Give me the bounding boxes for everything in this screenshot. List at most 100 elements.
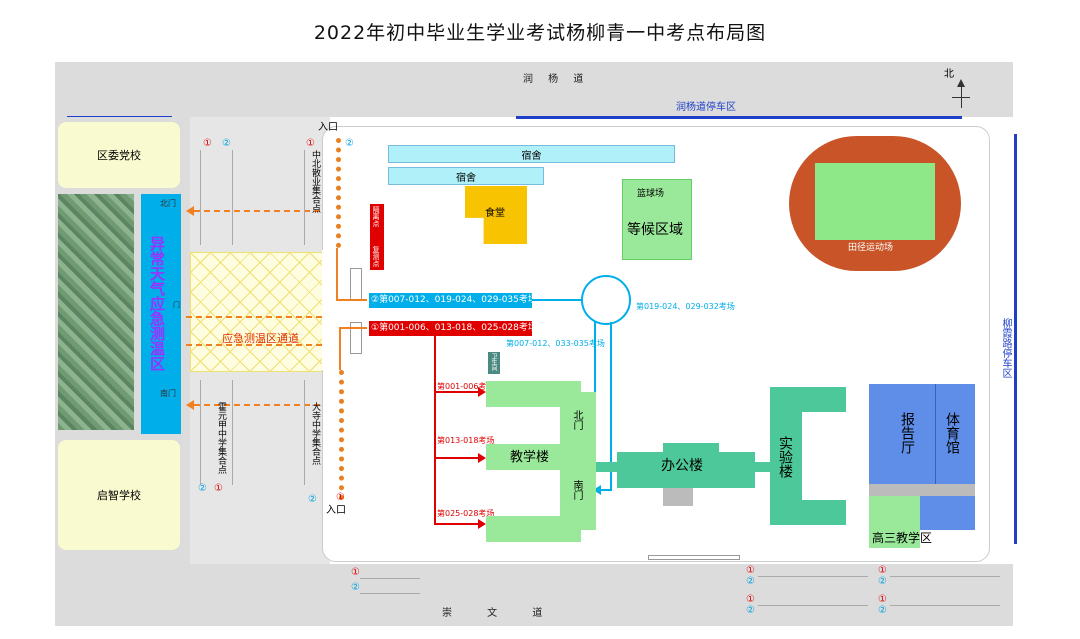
compass-cross <box>952 97 970 98</box>
south-line-6 <box>890 605 1000 606</box>
senior3-label: 高三教学区 <box>872 531 933 545</box>
marker-one-b: ① <box>306 138 315 149</box>
south-road-label: 崇 文 道 <box>442 608 559 619</box>
clinic-label: 卫生间 <box>490 353 497 371</box>
teaching-spine <box>560 392 596 530</box>
lab-courtyard <box>802 412 846 500</box>
south-marker-9: ① <box>878 594 887 605</box>
dorm-2: 宿舍 <box>388 167 544 185</box>
north-parking-label: 润杨道停车区 <box>676 102 736 113</box>
south-marker-4: ② <box>746 576 755 587</box>
qizhi-school-label: 启智学校 <box>97 489 141 502</box>
page-title: 2022年初中毕业生学业考试杨柳青一中考点布局图 <box>313 22 767 44</box>
lane-1 <box>200 150 201 245</box>
east-parking-label: 柳霞路停车区 <box>1000 318 1011 378</box>
emergency-zone-label: 异常天气应急测温区 <box>148 236 166 371</box>
route-b-label: 第013-018考场 <box>437 436 495 445</box>
south-marker-1: ① <box>351 567 360 578</box>
lane-3 <box>200 380 201 485</box>
mid-route-label: 第007-012、033-035考场 <box>506 339 605 348</box>
lane-4 <box>232 380 233 485</box>
court-label: 篮球场 <box>637 189 665 199</box>
marker-one-a: ① <box>203 138 212 149</box>
emergency-zone <box>141 194 181 434</box>
route-c-label: 第025-028考场 <box>437 509 495 518</box>
south-line-5 <box>890 576 1000 577</box>
entrance-top-label: 入口 <box>318 122 338 133</box>
corridor-2 <box>755 462 771 472</box>
entrance-bottom-label: 入口 <box>326 505 346 516</box>
compass-arrow-icon <box>961 82 962 108</box>
senior3-green <box>869 496 920 548</box>
teaching-south-label: 南门 <box>571 480 582 500</box>
south-marker-5: ① <box>746 594 755 605</box>
qizhi-school: 启智学校 <box>58 440 180 550</box>
south-marker-10: ② <box>878 605 887 616</box>
north-road-label: 润 杨 道 <box>523 74 590 85</box>
gate-post-2 <box>350 322 362 354</box>
west-gate-label: 门 <box>173 301 180 309</box>
hall-label: 报告厅 <box>899 412 915 454</box>
south-marker-7: ① <box>878 565 887 576</box>
hall-strip <box>869 484 975 496</box>
dorm-1: 宿舍 <box>388 145 675 163</box>
lane-5 <box>304 150 305 245</box>
south-marker-3: ① <box>746 565 755 576</box>
corridor-1 <box>596 462 618 472</box>
isolation-label: 隔离点 <box>372 206 380 227</box>
route-a-label: 第001-006考场 <box>437 382 495 391</box>
south-gate-bar <box>648 555 740 560</box>
north-gate-label: 北门 <box>160 199 176 208</box>
south-marker-8: ② <box>878 576 887 587</box>
gym-label: 体育馆 <box>944 412 960 454</box>
office-top <box>663 443 719 453</box>
route1-label: ①第001-006、013-018、025-028考场 <box>371 323 537 333</box>
office-building <box>617 452 755 488</box>
recheck-label: 复测点 <box>372 246 380 267</box>
south-marker-6: ② <box>746 605 755 616</box>
huoyuanjia-assembly-label: 霍元甲中学集合点 <box>216 402 226 474</box>
teaching-north-label: 北门 <box>571 410 582 430</box>
compass-label: 北 <box>944 69 954 80</box>
north-parking-line <box>516 116 962 119</box>
dotted-path-south <box>339 370 348 500</box>
south-gate-label: 南门 <box>160 389 176 398</box>
track-label: 田径运动场 <box>848 243 894 253</box>
compass-north-icon <box>957 79 965 87</box>
south-road <box>55 564 1013 626</box>
office-label: 办公楼 <box>661 458 703 474</box>
dotted-path-north <box>336 138 345 248</box>
route1-box <box>369 321 532 336</box>
lane-2 <box>232 150 233 245</box>
basketball-court <box>622 179 692 260</box>
marker-two-b: ② <box>345 138 354 149</box>
isolation-block <box>370 204 384 270</box>
clinic <box>488 352 500 374</box>
emergency-channel-label: 应急测温区通道 <box>222 332 299 345</box>
east-parking-line <box>1014 134 1017 544</box>
party-school: 区委党校 <box>58 122 180 188</box>
office-annex <box>663 488 693 506</box>
hall-gym <box>869 384 975 484</box>
north-road <box>55 62 1013 117</box>
teaching-label: 教学楼 <box>510 450 550 465</box>
senior3-blue <box>920 496 975 530</box>
south-line-3 <box>758 576 868 577</box>
dorm-1-label: 宿舍 <box>521 150 542 162</box>
lane-6 <box>304 380 305 485</box>
lab-label: 实验楼 <box>777 436 793 478</box>
track-infield <box>815 163 935 240</box>
party-school-label: 区委党校 <box>97 149 141 162</box>
zhongbei-assembly-label: 中北散业集合点 <box>310 150 320 213</box>
south-line-2 <box>360 593 420 594</box>
dasi-assembly-label: 大寺中学集合点 <box>310 402 320 465</box>
route2-label: ②第007-012、019-024、029-035考场 <box>371 295 537 305</box>
marker-one-d: ① <box>336 492 345 503</box>
hall-divider <box>935 384 936 484</box>
green-area <box>58 194 134 430</box>
marker-one-c: ① <box>214 483 223 494</box>
emergency-channel <box>190 252 330 372</box>
dorm-2-label: 宿舍 <box>456 172 476 184</box>
marker-two-c: ② <box>198 483 207 494</box>
